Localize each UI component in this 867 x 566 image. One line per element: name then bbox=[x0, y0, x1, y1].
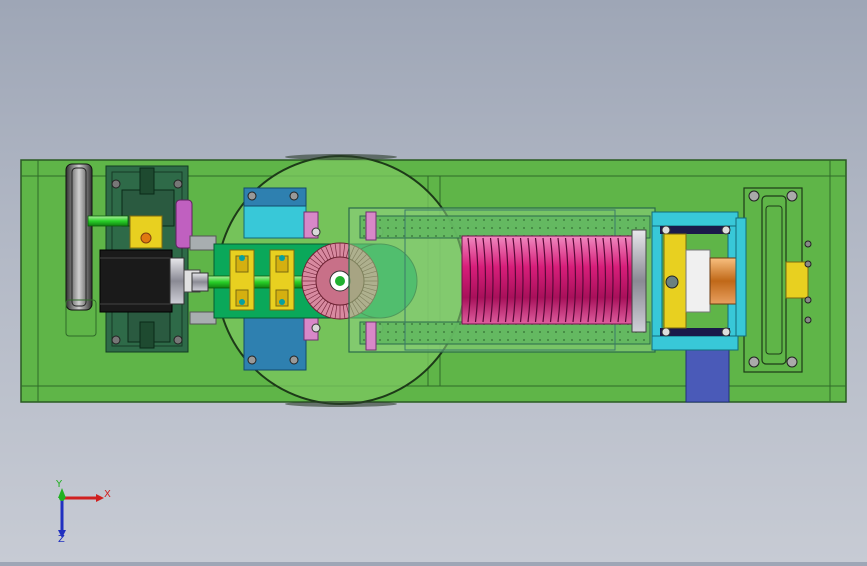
end-plate[interactable] bbox=[735, 187, 812, 373]
stepper-motor[interactable] bbox=[99, 249, 201, 313]
spring-end-cap[interactable] bbox=[631, 229, 647, 333]
triad-y-label: Y bbox=[55, 479, 63, 490]
triad-z-label: Z bbox=[58, 534, 65, 545]
left-coupling[interactable] bbox=[175, 199, 193, 249]
gray-spacer-bottom bbox=[189, 311, 217, 325]
compression-spring[interactable] bbox=[461, 235, 635, 325]
lower-bearing-block[interactable] bbox=[243, 315, 319, 371]
copper-bushing[interactable] bbox=[709, 257, 739, 305]
belt-pulley[interactable] bbox=[65, 163, 97, 337]
triad-x-label: X bbox=[104, 489, 111, 500]
bearing-seat[interactable] bbox=[685, 249, 711, 313]
shaft-bearing-2[interactable] bbox=[269, 249, 295, 311]
shaft-bearing-1[interactable] bbox=[229, 249, 255, 311]
upper-bearing-block[interactable] bbox=[243, 187, 319, 239]
gray-spacer-top bbox=[189, 235, 217, 251]
input-shaft[interactable] bbox=[87, 215, 129, 227]
coordinate-triad-icon: X Y Z bbox=[55, 479, 111, 545]
